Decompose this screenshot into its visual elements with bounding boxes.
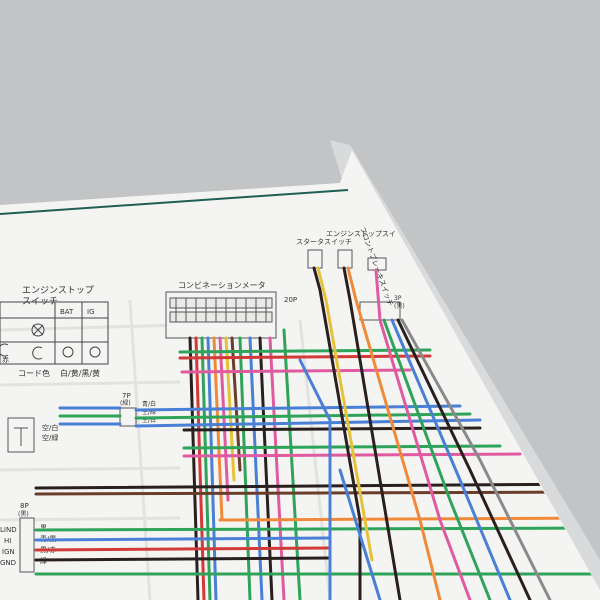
connector-7p-wire1: 青/白 [142, 400, 156, 408]
wire-black-1 [188, 336, 200, 600]
wire-horiz-blue-b [58, 418, 482, 428]
wire-horiz-green-c [182, 444, 502, 450]
wire-right-green-1 [382, 318, 492, 600]
gauge-label-lind: LIND [0, 526, 17, 534]
wire-right-blue-1 [390, 318, 512, 600]
connector-8p-label: 8P [20, 502, 29, 510]
connector-7p-sub: (緑) [120, 399, 131, 407]
wire-horiz-green-d [34, 526, 600, 532]
wire-horiz-red-b [34, 546, 332, 552]
connector-7p-wire2: 空/緑 [142, 408, 156, 416]
wire-blue-2 [248, 336, 264, 600]
code-color-label: コード色 [18, 368, 50, 378]
connector-8p-sub: (黒) [18, 511, 29, 518]
combination-meter-connector [165, 291, 277, 339]
connector-3p-sub: (黒) [394, 303, 405, 310]
wire-right-black-1 [312, 266, 362, 600]
wire-blue-1 [206, 336, 218, 600]
left-wire-label-2: 空/緑 [42, 433, 58, 442]
connector-8p-box [19, 517, 35, 573]
wire-harness [34, 266, 600, 600]
combination-meter-pin-count: 20P [284, 296, 297, 304]
wire-horiz-black-b [34, 482, 600, 490]
connector-7p-label: 7P [122, 392, 131, 400]
wire-red-1 [194, 336, 206, 600]
wire-pink-2 [268, 336, 286, 600]
wire-right-black-2 [342, 266, 402, 600]
wire-right-yellow-1 [316, 266, 374, 562]
wire-blue-loop-2 [338, 468, 382, 600]
page-border-line [0, 189, 349, 215]
wire-right-orange-1 [346, 266, 442, 600]
engine-stop-switch-top-label: エンジンストップスイッチ [326, 230, 410, 238]
gauge-label-gnd: GND [0, 559, 16, 567]
wire-pink-1 [218, 336, 230, 502]
connector-3p-label: 3P [394, 295, 402, 302]
wire-right-black-3 [396, 318, 532, 600]
wire-black-2 [258, 336, 274, 600]
combination-meter-title: コンビネーションメータ [178, 281, 266, 290]
starter-switch-label: スタータスイッチ [296, 237, 352, 246]
gauge-label-ign: IGN [2, 548, 15, 556]
connector-8p-wire1: 黒 [40, 524, 47, 532]
ig-column-label: IG [87, 308, 95, 316]
bat-column-label: BAT [60, 308, 74, 316]
engine-stop-switch-title-1: エンジンストップ [22, 285, 94, 296]
wire-green-1 [200, 336, 212, 600]
wire-horiz-red-a [178, 354, 432, 360]
wire-horiz-brown-b [34, 490, 600, 496]
wire-horiz-blue-c [34, 536, 332, 542]
wire-horiz-green-a [178, 348, 432, 354]
gauge-label-hi: HI [4, 537, 11, 545]
connector-7p-box [119, 407, 137, 427]
wire-horiz-black-c [34, 556, 332, 562]
wire-horiz-orange-a [218, 516, 600, 522]
wire-horiz-black-a [182, 426, 482, 432]
wire-right-gray-1 [400, 318, 552, 600]
wire-green-2 [238, 336, 252, 600]
left-wire-label-1: 空/白 [42, 423, 58, 432]
wire-horiz-pink-a [180, 368, 412, 374]
engine-stop-switch-table [0, 301, 109, 365]
switch-wire-colors: 白/黄/黒/黄 [60, 368, 100, 378]
connector-7p-wire3: 空/白 [142, 416, 156, 424]
left-ground-symbol [7, 417, 35, 453]
wire-blue-loop [298, 358, 332, 600]
wire-right-pink-1 [374, 268, 472, 600]
wire-horiz-green-b [58, 412, 472, 420]
wire-green-3 [282, 328, 302, 600]
engine-stop-switch-title-2: スイッチ [22, 296, 58, 307]
switch-row-label: 赤 [2, 356, 9, 364]
